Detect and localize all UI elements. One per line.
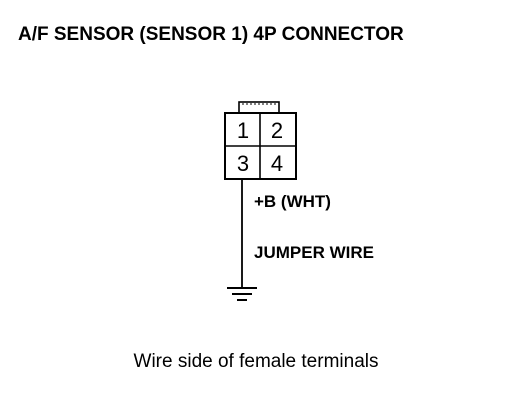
connector-body [224, 112, 297, 180]
pin-3-label: 3 [237, 151, 249, 176]
connector-latch [238, 101, 280, 114]
pin-4-label: 4 [271, 151, 283, 176]
ground-icon [227, 287, 257, 301]
wire-color-label: +B (WHT) [254, 192, 331, 211]
diagram-caption: Wire side of female terminals [133, 351, 379, 372]
jumper-wire-label: JUMPER WIRE [254, 243, 374, 262]
diagram-title: A/F SENSOR (SENSOR 1) 4P CONNECTOR [18, 24, 404, 45]
pin-1-label: 1 [237, 118, 249, 143]
pin-2-label: 2 [271, 118, 283, 143]
